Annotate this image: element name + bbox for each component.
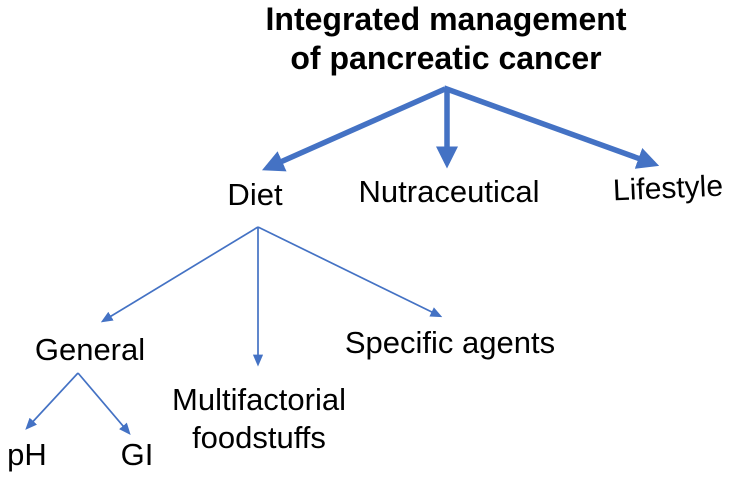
arrow-root-to-lifestyle	[443, 85, 660, 169]
node-nutraceutical: Nutraceutical	[358, 174, 540, 209]
node-multifactorial-line1: Multifactorial	[172, 382, 346, 417]
node-ph: pH	[7, 437, 47, 472]
diagram-title: Integrated management of pancreatic canc…	[266, 0, 627, 78]
node-specific-agents: Specific agents	[344, 325, 556, 360]
diagram-title-line2: of pancreatic cancer	[290, 40, 602, 76]
node-lifestyle: Lifestyle	[612, 169, 724, 208]
arrow-diet-to-specific-agents	[257, 226, 443, 318]
arrow-general-to-ph	[25, 372, 79, 430]
arrow-root-to-diet	[261, 86, 447, 172]
node-multifactorial-foodstuffs: Multifactorial foodstuffs	[172, 381, 346, 457]
node-gi: GI	[120, 437, 154, 472]
arrow-general-to-gi	[77, 372, 131, 435]
arrow-diet-to-general	[100, 226, 259, 323]
node-multifactorial-line2: foodstuffs	[192, 420, 326, 455]
node-general: General	[34, 332, 146, 367]
node-diet: Diet	[227, 177, 283, 212]
diagram-title-line1: Integrated management	[265, 1, 627, 37]
